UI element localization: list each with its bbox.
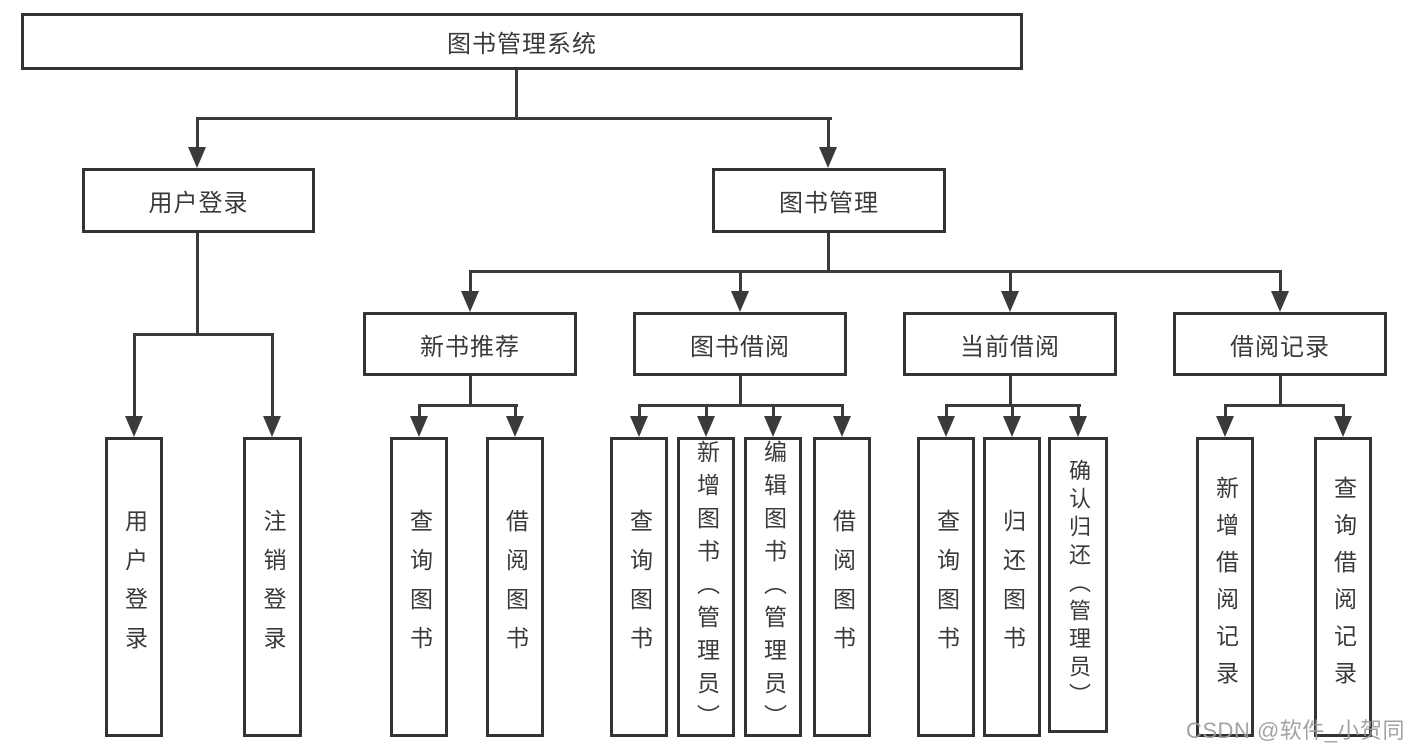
arrow-down-icon (188, 147, 206, 168)
connector-line (1009, 376, 1012, 407)
connector-line (945, 404, 948, 418)
connector-line (1342, 404, 1345, 418)
connector-line (1279, 376, 1282, 407)
connector-line (196, 117, 832, 120)
arrow-down-icon (697, 416, 715, 437)
connector-line (1224, 404, 1344, 407)
node-book-management-branch: 图书管理 (712, 168, 946, 233)
arrow-down-icon (630, 416, 648, 437)
node-leaf-add-books-admin: 新增图书（管理员） (677, 437, 735, 737)
connector-line (515, 70, 518, 118)
node-leaf-return-books: 归还图书 (983, 437, 1041, 737)
connector-line (772, 404, 775, 418)
connector-line (705, 404, 708, 418)
node-leaf-query-books-2: 查询图书 (610, 437, 668, 737)
connector-line (196, 117, 199, 150)
node-library-management-system: 图书管理系统 (21, 13, 1023, 70)
arrow-down-icon (764, 416, 782, 437)
connector-line (739, 270, 742, 294)
connector-line (1011, 404, 1014, 418)
node-leaf-query-books-1: 查询图书 (390, 437, 448, 737)
node-leaf-edit-books-admin: 编辑图书（管理员） (744, 437, 802, 737)
arrow-down-icon (731, 291, 749, 312)
node-new-book-recommendation: 新书推荐 (363, 312, 577, 376)
node-leaf-query-borrow-record: 查询借阅记录 (1314, 437, 1372, 737)
connector-line (827, 117, 830, 150)
connector-line (841, 404, 844, 418)
node-borrowing-records: 借阅记录 (1173, 312, 1387, 376)
arrow-down-icon (1216, 416, 1234, 437)
connector-line (1077, 404, 1080, 418)
arrow-down-icon (461, 291, 479, 312)
arrow-down-icon (125, 416, 143, 437)
connector-line (827, 233, 830, 273)
connector-line (418, 404, 421, 418)
arrow-down-icon (1069, 416, 1087, 437)
node-user-login-branch: 用户登录 (82, 168, 315, 233)
arrow-down-icon (1003, 416, 1021, 437)
connector-line (514, 404, 517, 418)
node-leaf-query-books-3: 查询图书 (917, 437, 975, 737)
arrow-down-icon (506, 416, 524, 437)
connector-line (418, 404, 518, 407)
node-book-borrowing: 图书借阅 (633, 312, 847, 376)
csdn-watermark: CSDN @软件_小贺同学 (1186, 718, 1405, 743)
node-leaf-confirm-return-admin: 确认归还（管理员） (1048, 437, 1108, 733)
arrow-down-icon (833, 416, 851, 437)
connector-line (196, 233, 199, 336)
arrow-down-icon (263, 416, 281, 437)
connector-line (133, 333, 136, 417)
node-leaf-borrow-books-2: 借阅图书 (813, 437, 871, 737)
connector-line (638, 404, 641, 418)
node-leaf-add-borrow-record: 新增借阅记录 (1196, 437, 1254, 737)
connector-line (1009, 270, 1012, 294)
node-leaf-user-login: 用户登录 (105, 437, 163, 737)
connector-line (1279, 270, 1282, 294)
arrow-down-icon (1334, 416, 1352, 437)
connector-line (469, 376, 472, 407)
arrow-down-icon (937, 416, 955, 437)
arrow-down-icon (1271, 291, 1289, 312)
connector-line (271, 333, 274, 417)
connector-line (739, 376, 742, 407)
connector-line (638, 404, 844, 407)
connector-line (133, 333, 274, 336)
node-leaf-borrow-books-1: 借阅图书 (486, 437, 544, 737)
arrow-down-icon (410, 416, 428, 437)
arrow-down-icon (819, 147, 837, 168)
connector-line (469, 270, 472, 294)
connector-line (469, 270, 1282, 273)
arrow-down-icon (1001, 291, 1019, 312)
connector-line (1224, 404, 1227, 418)
node-leaf-logout: 注销登录 (243, 437, 302, 737)
node-current-borrowing: 当前借阅 (903, 312, 1117, 376)
